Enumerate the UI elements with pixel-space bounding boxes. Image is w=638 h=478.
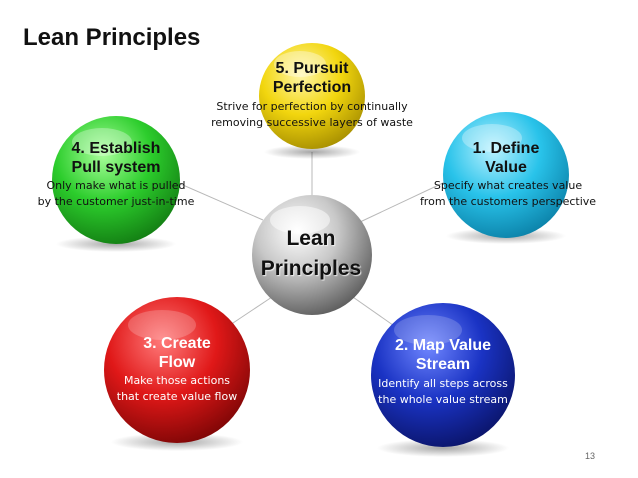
principle-pull-system-desc-line1: Only make what is pulled [46,179,186,192]
center-title-line1: Lean [286,227,336,250]
principle-map-value-stream-title-line1: 2. Map Value [394,337,492,354]
principle-pull-system-desc-line2: by the customer just-in-time [37,195,195,208]
principle-map-value-stream-title-line2: Stream [415,356,471,373]
principle-pull-system-desc: Only make what is pulled by the customer… [36,178,196,210]
principle-define-value-desc: Specify what creates value from the cust… [413,178,603,210]
sphere-create-flow [104,297,250,443]
sphere-map-value-stream [371,303,515,447]
connector-center-to-map-value [349,294,401,331]
principle-pull-system-title-line1: 4. Establish [71,140,161,157]
slide-title: Lean Principles [23,24,201,51]
principle-perfection-title: 5. Pursuit Perfection [232,59,392,97]
principle-define-value-desc-line1: Specify what creates value [433,179,583,192]
principle-perfection-title-line1: 5. Pursuit [275,60,349,77]
principle-map-value-stream-desc-line1: Identify all steps across [378,377,508,390]
principle-create-flow-title-line2: Flow [158,354,196,371]
principle-pull-system-title-line2: Pull system [71,159,161,176]
principle-create-flow-title-line1: 3. Create [143,335,211,352]
principle-perfection-desc: Strive for perfection by continually rem… [197,99,427,131]
principle-perfection-desc-line1: Strive for perfection by continually [216,100,408,113]
principle-map-value-stream-title: 2. Map Value Stream [373,336,513,374]
sphere-perfection [259,43,365,149]
page-number: 13 [585,451,596,461]
sphere-pull-system [52,116,180,244]
principle-define-value-title-line2: Value [485,159,527,176]
center-title: Lean Principles [231,224,391,284]
principle-define-value-title: 1. Define Value [436,139,576,177]
principle-map-value-stream-desc: Identify all steps across the whole valu… [368,376,518,408]
principle-map-value-stream-desc-line2: the whole value stream [378,393,508,406]
center-title-line2: Principles [260,257,362,280]
sphere-define-value [443,112,569,238]
principle-create-flow-desc-line2: that create value flow [116,390,238,403]
principle-perfection-desc-line2: removing successive layers of waste [211,116,413,129]
principle-create-flow-title: 3. Create Flow [107,334,247,372]
principle-create-flow-desc-line1: Make those actions [123,374,231,387]
principle-define-value-desc-line2: from the customers perspective [419,195,597,208]
principle-perfection-title-line2: Perfection [272,79,352,96]
connector-center-to-define-value [359,181,446,223]
connector-center-to-create-flow [229,294,276,326]
principle-pull-system-title: 4. Establish Pull system [46,139,186,177]
principle-define-value-title-line1: 1. Define [472,140,540,157]
principle-create-flow-desc: Make those actions that create value flo… [102,373,252,405]
